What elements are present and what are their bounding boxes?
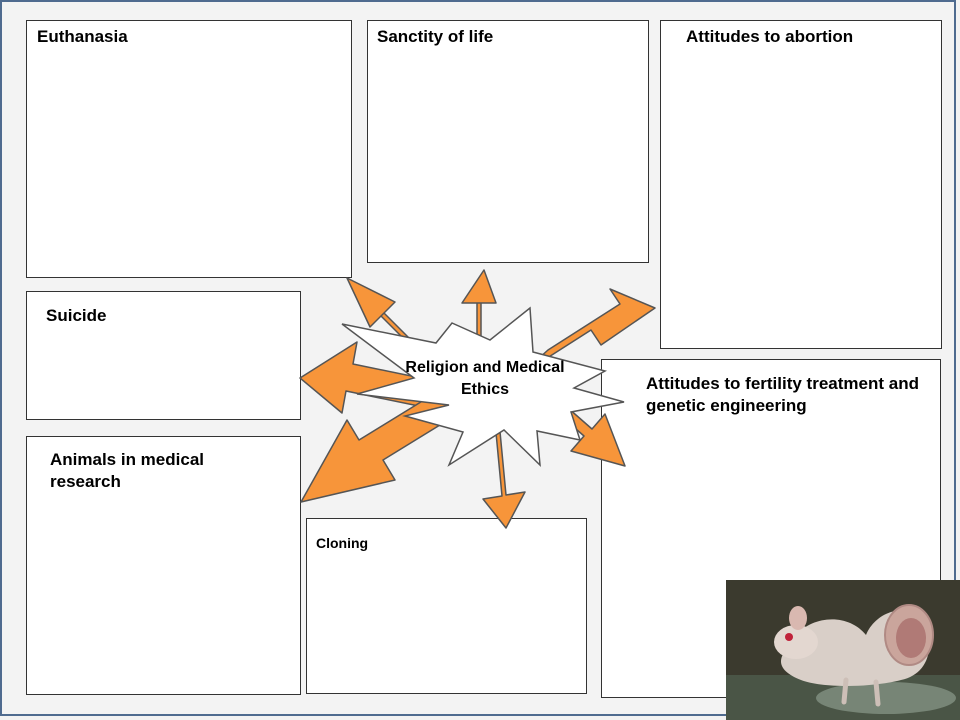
sanctity-of-life-label: Sanctity of life bbox=[377, 27, 494, 46]
suicide-label: Suicide bbox=[46, 306, 107, 325]
euthanasia-box: Euthanasia bbox=[26, 20, 352, 278]
cloning-label: Cloning bbox=[316, 535, 369, 551]
animals-label: Animals in medical research bbox=[50, 450, 204, 491]
sanctity-of-life-box: Sanctity of life bbox=[367, 20, 649, 263]
abortion-box: Attitudes to abortion bbox=[660, 20, 942, 349]
abortion-label: Attitudes to abortion bbox=[686, 27, 854, 46]
euthanasia-label: Euthanasia bbox=[37, 27, 128, 46]
fertility-label: Attitudes to fertility treatment and gen… bbox=[646, 374, 919, 415]
cloning-box: Cloning bbox=[306, 518, 587, 694]
suicide-box: Suicide bbox=[26, 291, 301, 420]
center-starburst bbox=[341, 306, 625, 467]
mouse-photo bbox=[726, 580, 960, 720]
center-topic-label: Religion and Medical Ethics bbox=[405, 359, 565, 398]
arrow-to-abortion bbox=[518, 288, 656, 377]
animals-box: Animals in medical research bbox=[26, 436, 301, 695]
